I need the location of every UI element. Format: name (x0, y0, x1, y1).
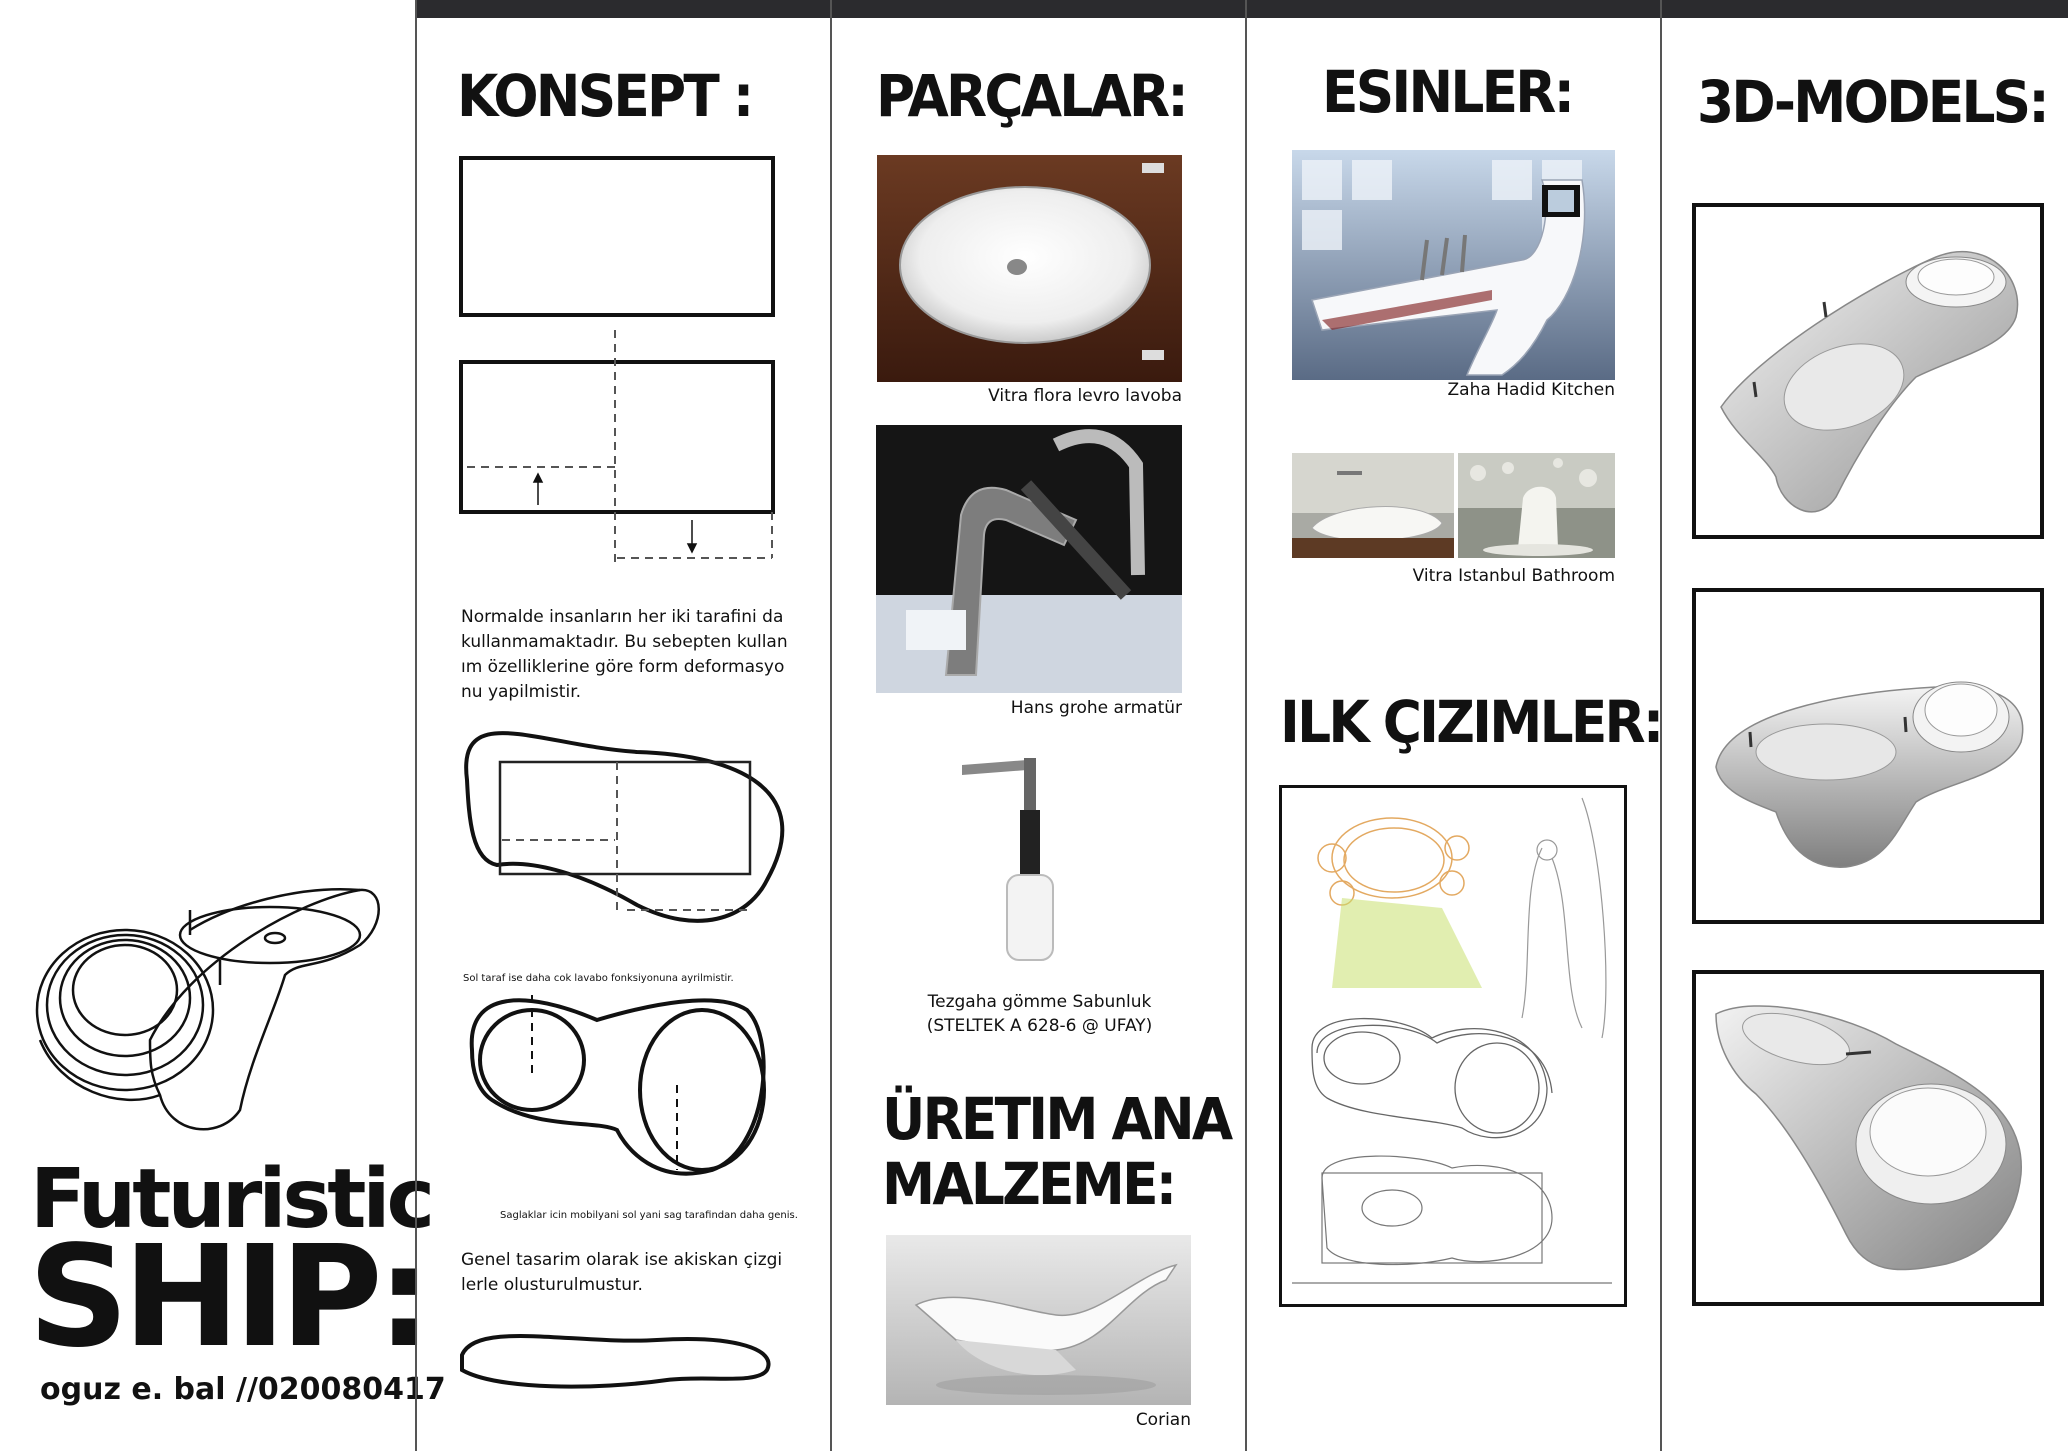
zaha-hadid-kitchen-photo (1292, 150, 1615, 380)
vitra-istanbul-photo-2 (1458, 453, 1615, 558)
models-heading: 3D-MODELS: (1697, 68, 2050, 136)
uretim-heading-line1: ÜRETIM ANA (882, 1085, 1233, 1153)
ilk-cizimler-sketch-frame (1279, 785, 1627, 1307)
uretim-heading-line2: MALZEME: (882, 1150, 1177, 1218)
soap-dispenser-caption-2: (STELTEK A 628-6 @ UFAY) (926, 1016, 1153, 1036)
hansgrohe-faucet-photo (876, 425, 1182, 693)
esinler-heading: ESINLER: (1322, 58, 1575, 126)
top-bar (415, 0, 2068, 18)
konsept-diagrams (459, 156, 785, 1389)
author-credit: oguz e. bal //020080417 (40, 1372, 446, 1407)
soap-dispenser-caption-1: Tezgaha gömme Sabunluk (927, 992, 1152, 1012)
vitra-istanbul-caption: Vitra Istanbul Bathroom (1412, 566, 1615, 586)
konsept-note-1: Sol taraf ise daha cok lavabo fonksiyonu… (463, 973, 734, 984)
konsept-column: KONSEPT : (415, 0, 830, 1451)
corian-photo (886, 1235, 1191, 1405)
vitra-basin-photo (877, 155, 1182, 382)
konsept-paragraph-1: Normalde insanların her iki tarafini da … (461, 607, 788, 702)
model-render-1 (1692, 203, 2044, 539)
konsept-heading: KONSEPT : (457, 62, 754, 130)
parcalar-heading: PARÇALAR: (876, 62, 1189, 130)
models-column: 3D-MODELS: (1660, 0, 2068, 1451)
vitra-istanbul-photo-1 (1292, 453, 1454, 558)
konsept-note-2: Saglaklar icin mobilyani sol yani sag ta… (500, 1210, 798, 1221)
konsept-paragraph-2: Genel tasarim olarak ise akiskan çizgi l… (461, 1250, 783, 1295)
model-render-2 (1692, 588, 2044, 924)
parcalar-column: PARÇALAR: Vitra flora levro lavoba (830, 0, 1245, 1451)
corian-caption: Corian (1135, 1410, 1191, 1430)
soap-dispenser-photo (952, 750, 1102, 965)
ship-line-drawing (35, 888, 380, 1131)
esinler-column: ESINLER: Zaha Hadid Kitchen (1245, 0, 1664, 1451)
hansgrohe-caption: Hans grohe armatür (1010, 698, 1182, 718)
ilk-cizimler-heading: ILK ÇIZIMLER: (1280, 688, 1664, 756)
zaha-hadid-caption: Zaha Hadid Kitchen (1447, 380, 1615, 400)
brand-title-line1: Futuristic (30, 1152, 435, 1247)
brand-title-line2: SHIP: (28, 1216, 433, 1379)
model-render-3 (1692, 970, 2044, 1306)
brand-column: Futuristic SHIP: oguz e. bal //020080417 (0, 0, 446, 1451)
vitra-basin-caption: Vitra flora levro lavoba (988, 386, 1182, 406)
